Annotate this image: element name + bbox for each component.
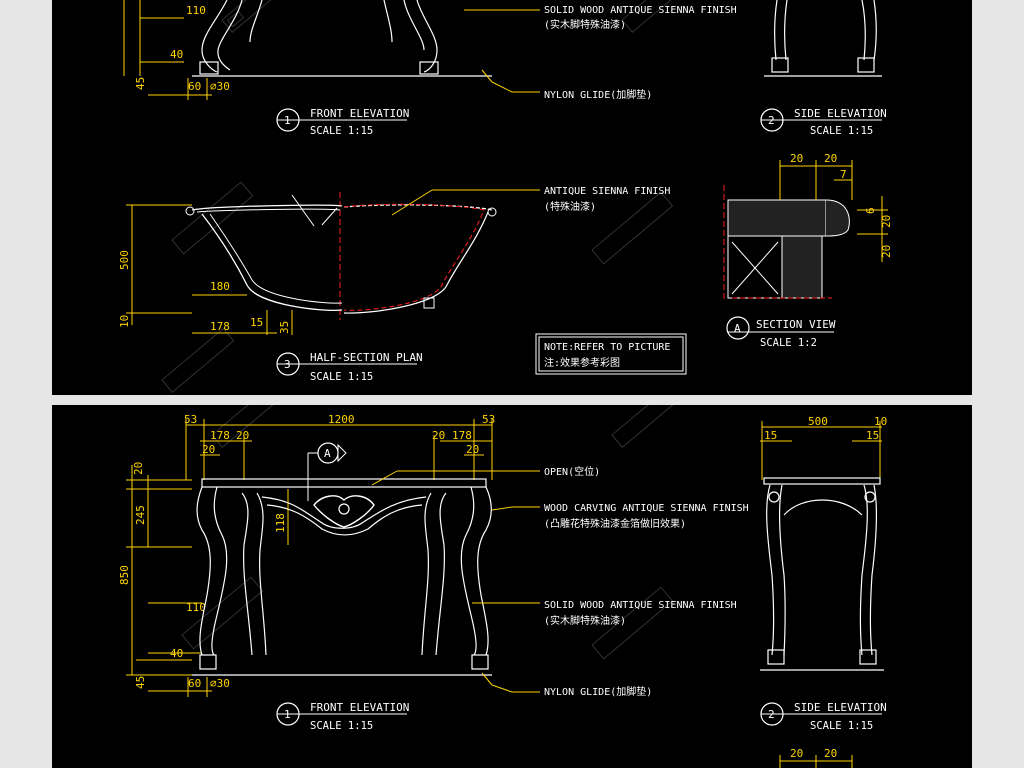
section-dim-7: 7 <box>840 168 847 181</box>
svg-text:FRONT ELEVATION: FRONT ELEVATION <box>310 107 409 120</box>
plan-dim-10: 10 <box>118 315 131 328</box>
svg-text:SIDE ELEVATION: SIDE ELEVATION <box>794 701 887 714</box>
dim-diameter-30: ⌀30 <box>210 677 230 690</box>
dim-diameter-30: ⌀30 <box>210 80 230 93</box>
dim-53-left: 53 <box>184 413 197 426</box>
dim-20-left-2: 20 <box>202 443 215 456</box>
section-dim-6: 6 <box>864 207 877 214</box>
side-dim-15-right: 15 <box>866 429 879 442</box>
table-front-elevation <box>192 478 492 676</box>
dim-h40: 40 <box>170 647 183 660</box>
side-dim-10: 10 <box>874 415 887 428</box>
section-dim-20b-bottom: 20 <box>824 747 837 760</box>
dim-20-right-2: 20 <box>466 443 479 456</box>
svg-text:A: A <box>734 322 741 335</box>
svg-text:A: A <box>324 447 331 460</box>
drawing-sheet-top: 110 40 45 60 ⌀30 SOLID WOOD ANTIQUE SIEN… <box>52 0 972 395</box>
dim-h245: 245 <box>134 505 147 525</box>
front-dim-lines-top <box>123 0 540 100</box>
svg-text:1: 1 <box>284 708 291 721</box>
svg-text:SIDE ELEVATION: SIDE ELEVATION <box>794 107 887 120</box>
dim-20-right: 20 <box>432 429 445 442</box>
svg-text:SCALE 1:15: SCALE 1:15 <box>810 720 873 732</box>
svg-text:NOTE:REFER TO PICTURE: NOTE:REFER TO PICTURE <box>544 342 670 353</box>
dim-h118: 118 <box>274 513 287 533</box>
dim-h45: 45 <box>134 676 147 689</box>
annotation-wood-carving: WOOD CARVING ANTIQUE SIENNA FINISH <box>544 503 749 514</box>
plan-dim-500: 500 <box>118 250 131 270</box>
svg-text:SCALE 1:2: SCALE 1:2 <box>760 337 817 349</box>
section-dim-20c: 20 <box>880 215 893 228</box>
side-dim-500: 500 <box>808 415 828 428</box>
annotation-solid-wood: SOLID WOOD ANTIQUE SIENNA FINISH <box>544 600 737 611</box>
svg-text:SCALE 1:15: SCALE 1:15 <box>310 125 373 137</box>
annotation-solid-wood-cn: (实木脚特殊油漆) <box>544 614 626 627</box>
title-half-section-plan: 3 HALF-SECTION PLAN SCALE 1:15 <box>276 351 423 383</box>
section-dim-20d: 20 <box>880 245 893 258</box>
svg-text:HALF-SECTION PLAN: HALF-SECTION PLAN <box>310 351 423 364</box>
svg-text:SCALE 1:15: SCALE 1:15 <box>310 371 373 383</box>
title-side-elevation-bottom: 2 SIDE ELEVATION SCALE 1:15 <box>760 701 887 732</box>
annotation-wood-carving-cn: (凸雕花特殊油漆金箔做旧效果) <box>544 517 686 530</box>
svg-text:2: 2 <box>768 114 775 127</box>
section-dim-20a-bottom: 20 <box>790 747 803 760</box>
annotation-leaders-bottom <box>371 470 540 693</box>
section-callout-a: A <box>307 442 347 501</box>
dim-178-right: 178 <box>452 429 472 442</box>
section-dim-lines <box>779 160 888 262</box>
half-section-plan <box>185 192 497 320</box>
svg-text:3: 3 <box>284 358 291 371</box>
dim-110: 110 <box>186 4 206 17</box>
annotation-antique-finish: ANTIQUE SIENNA FINISH <box>544 186 670 197</box>
annotation-nylon-glide: NYLON GLIDE(加脚垫) <box>544 88 652 101</box>
plan-dim-lines <box>126 204 293 335</box>
drawing-sheet-bottom: 53 1200 53 178 20 20 20 178 20 20 245 11… <box>52 405 972 768</box>
svg-text:SECTION VIEW: SECTION VIEW <box>756 318 836 331</box>
annotation-solid-wood-cn: (实木脚特殊油漆) <box>544 18 626 31</box>
plan-dim-35: 35 <box>278 321 291 334</box>
svg-text:SCALE 1:15: SCALE 1:15 <box>310 720 373 732</box>
svg-text:SCALE 1:15: SCALE 1:15 <box>810 125 873 137</box>
annotation-antique-finish-cn: (特殊油漆) <box>544 200 596 213</box>
svg-text:1: 1 <box>284 114 291 127</box>
svg-text:FRONT ELEVATION: FRONT ELEVATION <box>310 701 409 714</box>
bottom-sheet-drawing: 53 1200 53 178 20 20 20 178 20 20 245 11… <box>118 405 887 768</box>
title-front-elevation-top: 1 FRONT ELEVATION SCALE 1:15 <box>276 107 409 137</box>
side-elevation-top <box>764 0 882 77</box>
dim-53-right: 53 <box>482 413 495 426</box>
title-section-view: A SECTION VIEW SCALE 1:2 <box>726 316 836 349</box>
dim-60: 60 <box>188 677 201 690</box>
annotation-open: OPEN(空位) <box>544 465 600 478</box>
annotation-solid-wood: SOLID WOOD ANTIQUE SIENNA FINISH <box>544 5 737 16</box>
svg-text:注:效果参考彩图: 注:效果参考彩图 <box>544 356 620 369</box>
section-dim-20a: 20 <box>790 152 803 165</box>
section-dim-lines-bottom <box>779 755 853 768</box>
table-side-elevation <box>760 477 884 671</box>
dim-h850: 850 <box>118 565 131 585</box>
svg-text:2: 2 <box>768 708 775 721</box>
dim-1200: 1200 <box>328 413 355 426</box>
side-dim-15-left: 15 <box>764 429 777 442</box>
dim-20-left: 20 <box>236 429 249 442</box>
title-side-elevation-top: 2 SIDE ELEVATION SCALE 1:15 <box>760 107 887 137</box>
note-box: NOTE:REFER TO PICTURE 注:效果参考彩图 <box>535 333 687 375</box>
annotation-nylon-glide: NYLON GLIDE(加脚垫) <box>544 685 652 698</box>
front-dim-lines-bottom <box>126 419 493 697</box>
dim-h20: 20 <box>132 462 145 475</box>
dim-h110: 110 <box>186 601 206 614</box>
section-view <box>723 185 850 300</box>
plan-dim-180: 180 <box>210 280 230 293</box>
front-elevation-top <box>192 0 492 77</box>
side-dim-lines <box>760 421 882 480</box>
dim-178-left: 178 <box>210 429 230 442</box>
plan-dim-178: 178 <box>210 320 230 333</box>
dim-60: 60 <box>188 80 201 93</box>
dim-45: 45 <box>134 77 147 90</box>
top-sheet-drawing: 110 40 45 60 ⌀30 SOLID WOOD ANTIQUE SIEN… <box>118 0 893 393</box>
title-front-elevation-bottom: 1 FRONT ELEVATION SCALE 1:15 <box>276 701 409 732</box>
section-dim-20b: 20 <box>824 152 837 165</box>
dim-40: 40 <box>170 48 183 61</box>
plan-dim-15: 15 <box>250 316 263 329</box>
